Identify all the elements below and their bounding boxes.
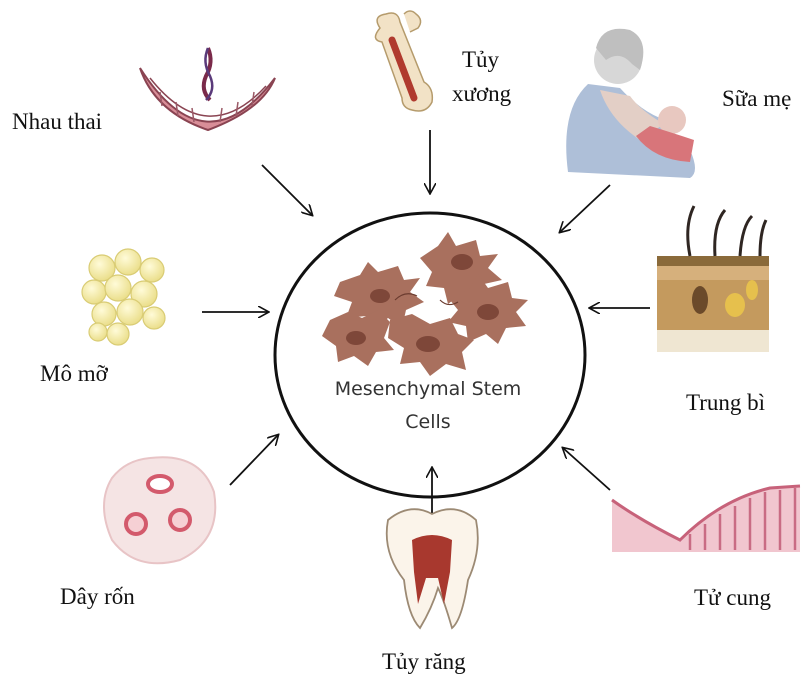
arrow-umbilical-cord <box>230 435 278 485</box>
endometrium-icon <box>612 486 800 552</box>
fat-cells-icon <box>82 249 165 345</box>
umbilical-cord-icon <box>104 457 215 563</box>
bone-icon <box>375 11 432 111</box>
placenta-icon <box>140 48 275 130</box>
label-adipose: Mô mỡ <box>40 360 108 387</box>
label-dental-pulp: Tủy răng <box>382 648 466 675</box>
breastfeeding-icon <box>566 29 695 178</box>
label-uterus: Tử cung <box>694 584 771 611</box>
label-breast-milk: Sữa mẹ <box>722 85 791 112</box>
arrow-breast-milk <box>560 185 610 232</box>
center-title-line2: Cells <box>405 411 450 433</box>
label-placenta: Nhau thai <box>12 108 102 135</box>
label-umbilical-cord: Dây rốn <box>60 583 135 610</box>
label-bone-marrow-line2: xương <box>452 80 511 107</box>
skin-layer-icon <box>657 206 769 352</box>
arrow-uterus <box>563 448 610 490</box>
label-bone-marrow-line1: Tủy <box>462 46 499 73</box>
label-dermis: Trung bì <box>686 389 765 416</box>
arrow-placenta <box>262 165 312 215</box>
center-title-line1: Mesenchymal Stem <box>335 378 522 400</box>
tooth-icon <box>387 509 478 628</box>
